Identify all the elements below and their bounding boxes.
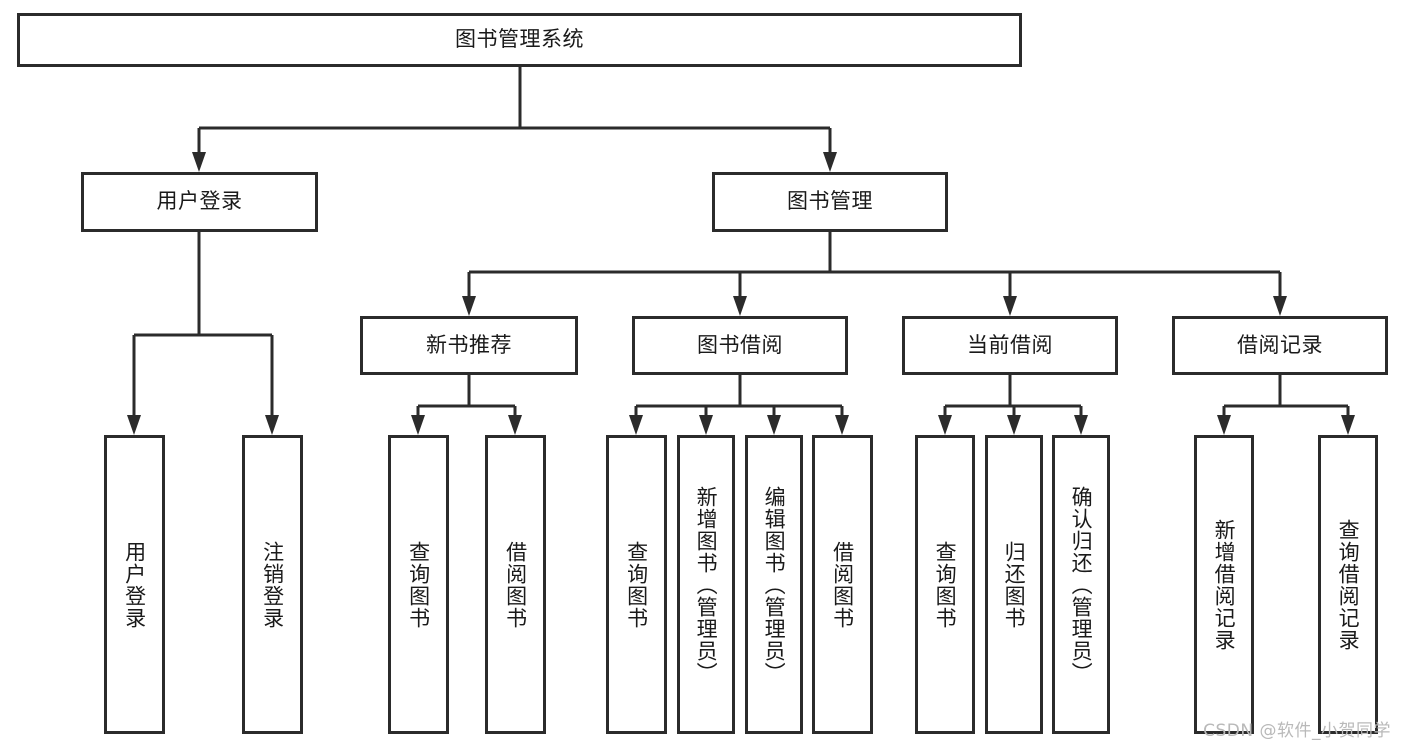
node-level3-1[interactable] xyxy=(632,316,848,375)
connector-record-to-leaves xyxy=(1217,375,1355,435)
node-level3-2[interactable] xyxy=(902,316,1118,375)
node-leaf-3[interactable] xyxy=(485,435,546,734)
arrow-head-icon xyxy=(508,415,522,435)
arrow-head-icon xyxy=(411,415,425,435)
connector-root-to-level2 xyxy=(192,67,837,172)
arrow-head-icon xyxy=(1273,296,1287,316)
csdn-watermark: CSDN @软件_小贺同学 xyxy=(1203,721,1391,741)
arrow-head-icon xyxy=(462,296,476,316)
node-leaf-10[interactable] xyxy=(1052,435,1110,734)
arrow-head-icon xyxy=(767,415,781,435)
arrow-head-icon xyxy=(938,415,952,435)
node-leaf-1[interactable] xyxy=(242,435,303,734)
node-level3-3[interactable] xyxy=(1172,316,1388,375)
connector-borrow-to-leaves xyxy=(629,375,849,435)
arrow-head-icon xyxy=(733,296,747,316)
arrow-head-icon xyxy=(127,415,141,435)
connector-bookmgmt-to-level3 xyxy=(462,232,1287,316)
node-leaf-9[interactable] xyxy=(985,435,1043,734)
node-leaf-5[interactable] xyxy=(677,435,735,734)
arrow-head-icon xyxy=(192,152,206,172)
node-level2-0[interactable] xyxy=(81,172,318,232)
arrow-head-icon xyxy=(699,415,713,435)
node-leaf-0[interactable] xyxy=(104,435,165,734)
arrow-head-icon xyxy=(629,415,643,435)
arrow-head-icon xyxy=(1217,415,1231,435)
node-leaf-4[interactable] xyxy=(606,435,667,734)
arrow-head-icon xyxy=(1007,415,1021,435)
node-level2-1[interactable] xyxy=(712,172,948,232)
arrow-head-icon xyxy=(1003,296,1017,316)
connector-userlogin-to-leaves xyxy=(127,232,279,435)
node-level3-0[interactable] xyxy=(360,316,578,375)
node-leaf-8[interactable] xyxy=(915,435,975,734)
node-leaf-12[interactable] xyxy=(1318,435,1378,734)
arrow-head-icon xyxy=(1341,415,1355,435)
node-leaf-7[interactable] xyxy=(812,435,873,734)
arrow-head-icon xyxy=(265,415,279,435)
arrow-head-icon xyxy=(835,415,849,435)
arrow-head-icon xyxy=(1074,415,1088,435)
connector-newbook-to-leaves xyxy=(411,375,522,435)
arrow-head-icon xyxy=(823,152,837,172)
node-root[interactable] xyxy=(17,13,1022,67)
node-leaf-6[interactable] xyxy=(745,435,803,734)
node-leaf-2[interactable] xyxy=(388,435,449,734)
connector-current-to-leaves xyxy=(938,375,1088,435)
node-leaf-11[interactable] xyxy=(1194,435,1254,734)
